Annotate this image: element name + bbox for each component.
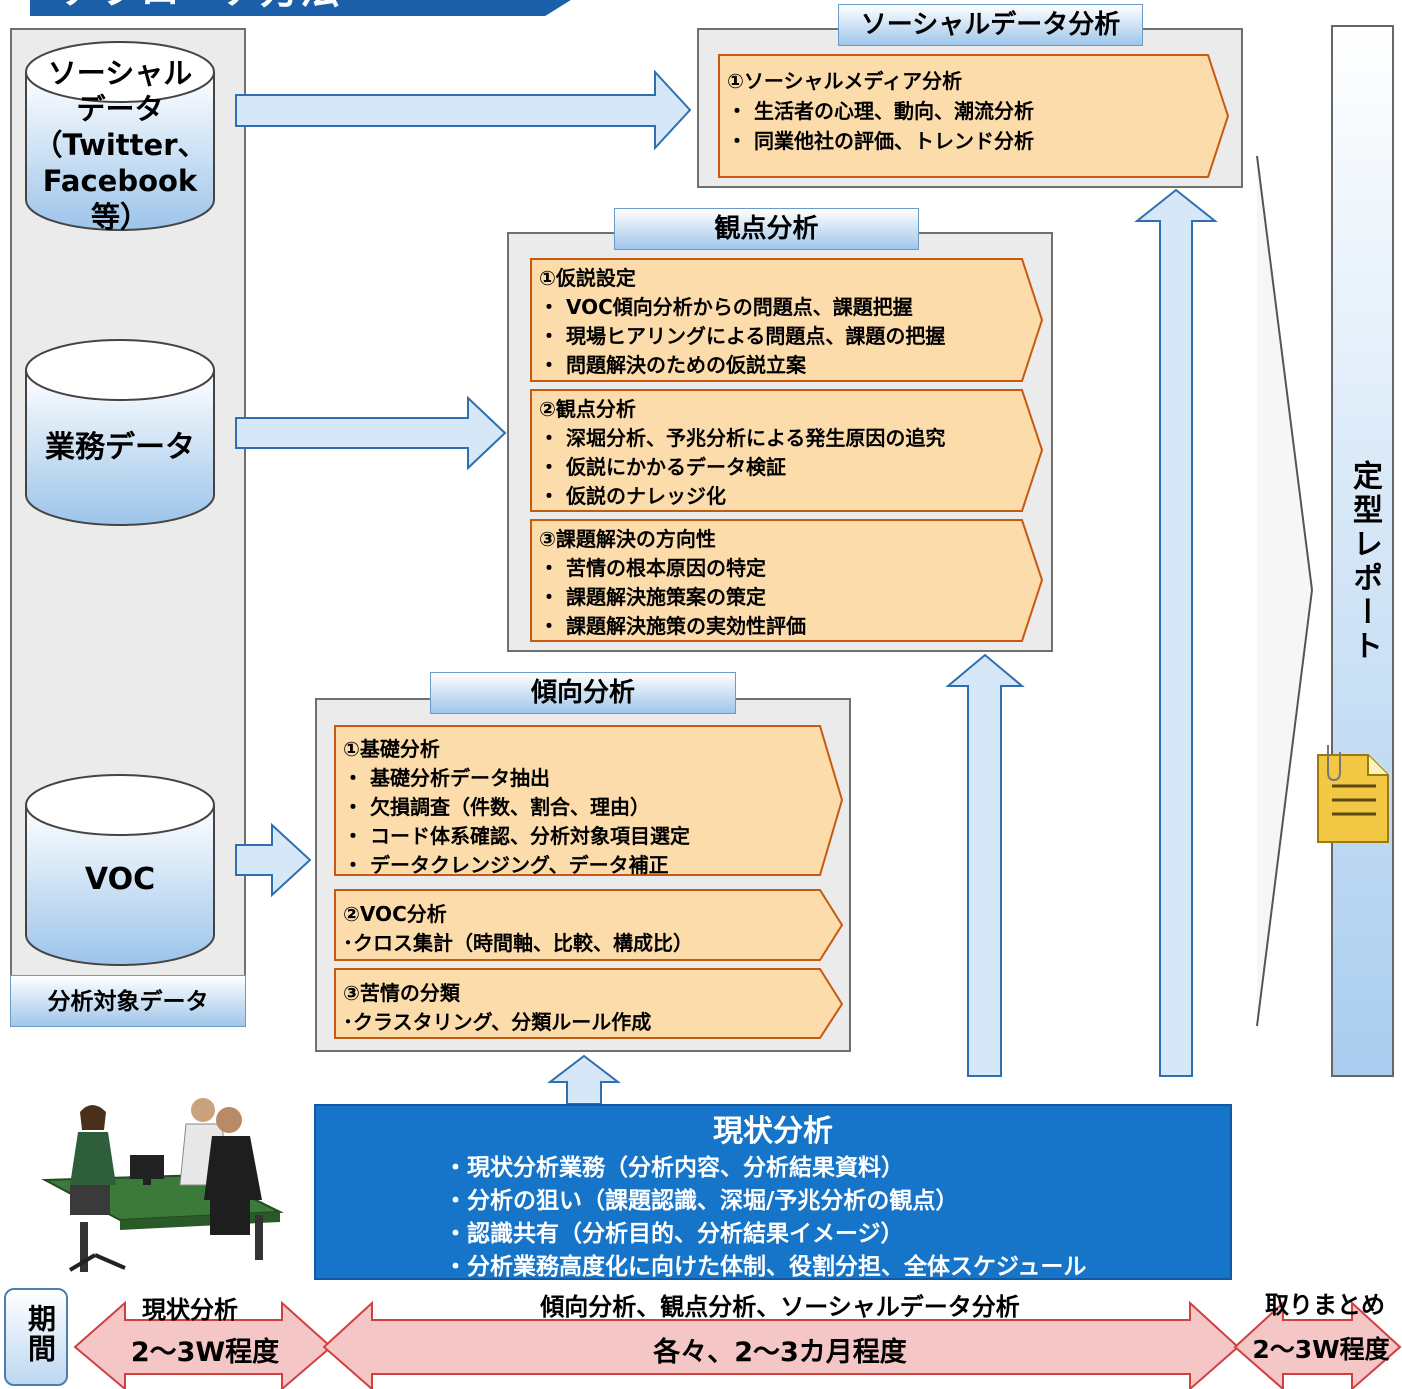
- bullet-item: ・ 欠損調査（件数、割合、理由）: [343, 795, 650, 819]
- bullet-item: ・ 課題解決施策案の策定: [539, 585, 766, 609]
- phase-label-analysis: 傾向分析、観点分析、ソーシャルデータ分析: [540, 1293, 1020, 1321]
- page-title: アプローチ方法: [60, 0, 340, 13]
- current-analysis-list: ・現状分析業務（分析内容、分析結果資料） ・分析の狙い（課題認識、深堀/予兆分析…: [444, 1152, 1230, 1284]
- bullet-item: ・ 基礎分析データ抽出: [343, 766, 550, 790]
- trend-analysis-title: 傾向分析: [430, 672, 736, 714]
- bullet-item: ・ VOC傾向分析からの問題点、課題把握: [539, 295, 913, 319]
- section-heading: ①基礎分析: [343, 737, 440, 761]
- orange-chevron-shapes: [334, 725, 844, 1039]
- viewpoint-section-1: ①仮説設定 ・ VOC傾向分析からの問題点、課題把握 ・ 現場ヒアリングによる問…: [531, 260, 1021, 380]
- section-heading: ①仮説設定: [539, 266, 636, 290]
- list-item: ・現状分析業務（分析内容、分析結果資料）: [444, 1155, 904, 1181]
- arrow-up-icon: [945, 653, 1025, 1077]
- trend-section-2: ②VOC分析 ･クロス集計（時間軸、比較、構成比）: [335, 896, 815, 966]
- viewpoint-analysis-title: 観点分析: [614, 208, 919, 250]
- database-icon: [25, 339, 215, 526]
- database-label-business: 業務データ: [45, 430, 195, 465]
- phase-label-summary: 取りまとめ: [1265, 1291, 1385, 1319]
- database-icon: [25, 774, 215, 966]
- social-analysis-title: ソーシャルデータ分析: [838, 4, 1143, 46]
- period-label: 期間: [24, 1304, 57, 1364]
- list-item: ・分析の狙い（課題認識、深堀/予兆分析の観点）: [444, 1188, 959, 1214]
- database-icon: [25, 41, 215, 231]
- section-heading: ②VOC分析: [343, 902, 447, 926]
- database-label-social: ソーシャル データ （Twitter、 Facebook 等）: [33, 56, 207, 234]
- phase-duration-current: 2～3W程度: [130, 1337, 280, 1368]
- report-bar: [1331, 25, 1394, 1077]
- viewpoint-section-3: ③課題解決の方向性 ・ 苦情の根本原因の特定 ・ 課題解決施策案の策定 ・ 課題…: [531, 521, 1021, 641]
- section-heading: ②観点分析: [539, 397, 636, 421]
- arrow-right-icon: [235, 822, 312, 898]
- phase-label-current: 現状分析: [142, 1296, 238, 1324]
- section-heading: ③苦情の分類: [343, 981, 460, 1005]
- section-heading: ①ソーシャルメディア分析: [727, 69, 963, 93]
- bullet-item: ・ データクレンジング、データ補正: [343, 853, 669, 877]
- source-data-caption: 分析対象データ: [10, 975, 246, 1027]
- orange-chevron-shape: [718, 54, 1230, 178]
- list-item: ・認識共有（分析目的、分析結果イメージ）: [444, 1221, 904, 1247]
- viewpoint-section-2: ②観点分析 ・ 深堀分析、予兆分析による発生原因の追究 ・ 仮説にかかるデータ検…: [531, 391, 1021, 511]
- phase-duration-analysis: 各々、2～3カ月程度: [653, 1337, 907, 1368]
- period-badge: 期間: [4, 1288, 68, 1386]
- bullet-item: ・ 課題解決施策の実効性評価: [539, 614, 806, 638]
- arrow-up-icon: [547, 1054, 621, 1105]
- social-section-1: ①ソーシャルメディア分析 ・ 生活者の心理、動向、潮流分析 ・ 同業他社の評価、…: [719, 62, 1199, 172]
- arrow-up-icon: [1134, 188, 1218, 1077]
- bullet-item: ・ 同業他社の評価、トレンド分析: [727, 129, 1034, 153]
- meeting-people-illustration: [41, 1098, 284, 1272]
- arrow-right-icon: [235, 69, 692, 151]
- convergence-wedge: [1256, 155, 1314, 1027]
- bullet-item: ・ コード体系確認、分析対象項目選定: [343, 824, 690, 848]
- bullet-item: ・ 問題解決のための仮説立案: [539, 353, 806, 377]
- database-label-voc: VOC: [84, 862, 156, 897]
- bullet-item: ･クロス集計（時間軸、比較、構成比）: [343, 931, 693, 955]
- current-analysis-title: 現状分析: [713, 1114, 833, 1149]
- current-analysis-panel: 現状分析 ・現状分析業務（分析内容、分析結果資料） ・分析の狙い（課題認識、深堀…: [314, 1104, 1232, 1280]
- page-title-band: アプローチ方法: [30, 0, 590, 16]
- trend-section-1: ①基礎分析 ・ 基礎分析データ抽出 ・ 欠損調査（件数、割合、理由） ・ コード…: [335, 731, 815, 881]
- arrow-right-icon: [235, 395, 507, 471]
- bullet-item: ・ 苦情の根本原因の特定: [539, 556, 766, 580]
- bullet-item: ・ 仮説のナレッジ化: [539, 484, 726, 508]
- trend-section-3: ③苦情の分類 ･クラスタリング、分類ルール作成: [335, 975, 815, 1045]
- report-label: 定型レポート: [1347, 460, 1382, 664]
- orange-chevron-shapes: [530, 258, 1044, 642]
- bullet-item: ･クラスタリング、分類ルール作成: [343, 1010, 652, 1034]
- phase-duration-summary: 2～3W程度: [1252, 1335, 1390, 1364]
- bullet-item: ・ 深堀分析、予兆分析による発生原因の追究: [539, 426, 946, 450]
- timeline-arrow-3: [1233, 1300, 1402, 1389]
- bullet-item: ・ 生活者の心理、動向、潮流分析: [727, 99, 1034, 123]
- report-document-icon: [1317, 745, 1389, 843]
- list-item: ・分析業務高度化に向けた体制、役割分担、全体スケジュール: [444, 1254, 1087, 1280]
- section-heading: ③課題解決の方向性: [539, 527, 716, 551]
- bullet-item: ・ 仮説にかかるデータ検証: [539, 455, 786, 479]
- bullet-item: ・ 現場ヒアリングによる問題点、課題の把握: [539, 324, 946, 348]
